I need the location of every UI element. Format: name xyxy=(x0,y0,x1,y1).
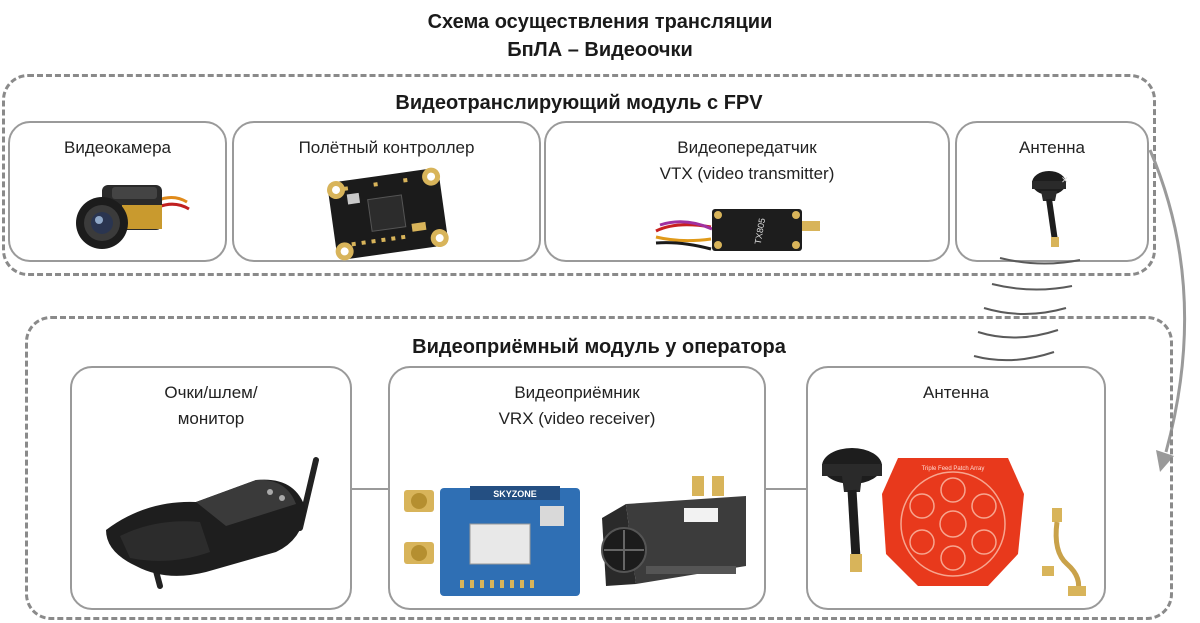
flight-controller-card: Полётный контроллер xyxy=(232,121,541,262)
rx-antenna-label: Антенна xyxy=(922,383,989,402)
fpv-goggles-icon xyxy=(106,457,319,589)
receive-module-title: Видеоприёмный модуль у оператора xyxy=(412,336,786,358)
video-receiver-board-icon: SKYZONE xyxy=(404,486,580,596)
cable-adapter-icon xyxy=(1042,508,1086,596)
connector-vrx-antenna xyxy=(764,488,808,490)
tx-antenna-card: Антенна ✕ xyxy=(955,121,1149,262)
vrx-card: Видеоприёмник VRX (video receiver) SKYZO… xyxy=(388,366,766,610)
mushroom-antenna-icon: ✕ xyxy=(1032,171,1069,247)
diagram-title-line-1: Схема осуществления трансляции xyxy=(427,11,773,33)
camera-label: Видеокамера xyxy=(64,138,171,157)
goggles-label: Очки/шлем/ xyxy=(164,383,258,402)
svg-text:✕: ✕ xyxy=(1061,175,1069,185)
vrx-board-text: SKYZONE xyxy=(493,489,537,499)
patch-antenna-icon: Triple Feed Patch Array xyxy=(882,458,1024,586)
video-transmitter-icon: TX805 xyxy=(655,209,820,251)
vtx-label: Видеопередатчик xyxy=(677,138,817,157)
transmit-module-title: Видеотранслирующий модуль с FPV xyxy=(395,92,763,114)
mushroom-antenna-icon xyxy=(822,448,882,572)
vrx-label: Видеоприёмник xyxy=(514,383,640,402)
signal-flow-arrow xyxy=(1148,149,1187,472)
patch-antenna-text: Triple Feed Patch Array xyxy=(922,466,985,472)
goggles-sublabel: монитор xyxy=(177,409,245,428)
flight-controller-label: Полётный контроллер xyxy=(298,138,475,157)
receive-module-group: Видеоприёмный модуль у оператора xyxy=(25,316,1173,620)
camera-card: Видеокамера xyxy=(8,121,227,262)
connector-goggles-vrx xyxy=(350,488,390,490)
transmit-module-group: Видеотранслирующий модуль с FPV xyxy=(2,74,1156,276)
rx-antenna-card: Антенна Triple Feed Patch Array xyxy=(806,366,1106,610)
fpv-camera-icon xyxy=(76,185,190,249)
vrx-sublabel: VRX (video receiver) xyxy=(498,409,656,428)
vtx-sublabel: VTX (video transmitter) xyxy=(659,164,835,183)
diagram-title-line-2: БпЛА – Видеоочки xyxy=(507,39,693,61)
video-receiver-module-icon xyxy=(601,476,746,586)
tx-antenna-label: Антенна xyxy=(1018,138,1085,157)
vtx-card: Видеопередатчик VTX (video transmitter) … xyxy=(544,121,950,262)
radio-signal-waves-icon xyxy=(973,257,1081,362)
goggles-card: Очки/шлем/ монитор xyxy=(70,366,352,610)
vtx-chip-text: TX805 xyxy=(753,217,767,245)
flight-controller-board-icon xyxy=(327,167,449,261)
